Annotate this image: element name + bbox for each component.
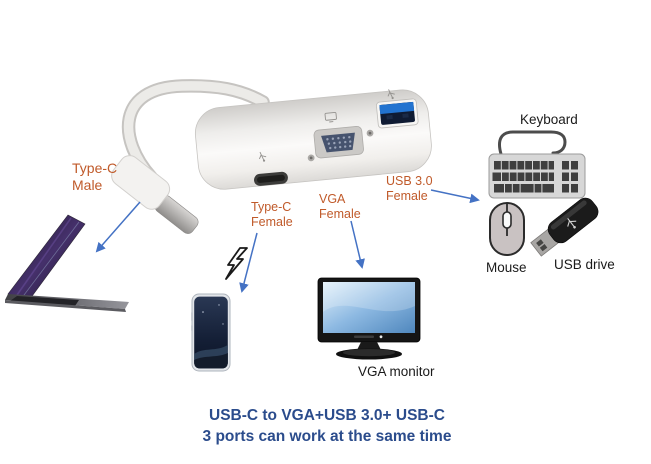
label-vga-monitor: VGA monitor (358, 364, 435, 379)
adapter-cable (122, 79, 270, 184)
keyboard-icon (488, 130, 586, 199)
label-keyboard: Keyboard (520, 112, 578, 127)
usb-drive-icon (530, 197, 599, 257)
display-symbol-icon (324, 111, 337, 123)
caption-line-1: USB-C to VGA+USB 3.0+ USB-C (209, 407, 445, 424)
type-c-male-plug (111, 155, 199, 234)
label-type-c-male: Type-C Male (72, 160, 117, 194)
usb3-female-port (376, 98, 419, 129)
adapter-body (194, 89, 432, 190)
arrow-to-phone (239, 232, 258, 293)
label-usb-drive: USB drive (554, 257, 615, 272)
label-line: Male (72, 176, 103, 193)
usb-symbol-icon (387, 89, 395, 100)
keyboard-keys (492, 161, 578, 193)
label-mouse: Mouse (486, 260, 527, 275)
arrow-to-usb-devices (430, 189, 480, 204)
usb-symbol-icon (258, 151, 267, 162)
mouse-icon (489, 202, 525, 256)
type-c-male-plug-body (111, 155, 171, 210)
label-line: Female (386, 189, 428, 203)
screw-hole-right-center (368, 131, 372, 135)
label-line: Female (319, 207, 361, 221)
label-line: USB 3.0 (386, 174, 433, 188)
vga-monitor-image (317, 277, 421, 360)
label-usb3-female: USB 3.0 Female (386, 174, 433, 204)
label-line: Female (251, 215, 293, 229)
label-line: Type-C (72, 160, 118, 176)
laptop-image (5, 214, 129, 312)
label-line: VGA (319, 192, 346, 206)
arrow-to-vga-monitor (350, 220, 365, 269)
arrow-to-laptop (95, 201, 141, 253)
label-vga-female: VGA Female (319, 192, 361, 222)
keyboard-cable (498, 130, 567, 156)
connection-arrows (95, 189, 480, 293)
label-type-c-female: Type-C Female (251, 200, 293, 230)
product-caption: USB-C to VGA+USB 3.0+ USB-C 3 ports can … (137, 405, 517, 447)
vga-female-port (313, 125, 364, 159)
label-line: Type-C (251, 200, 292, 214)
phone-image (191, 293, 231, 372)
screw-hole-left-center (309, 156, 313, 160)
lightning-bolt-icon (225, 247, 248, 280)
caption-line-2: 3 ports can work at the same time (202, 428, 452, 445)
type-c-female-port-slot (257, 174, 285, 183)
